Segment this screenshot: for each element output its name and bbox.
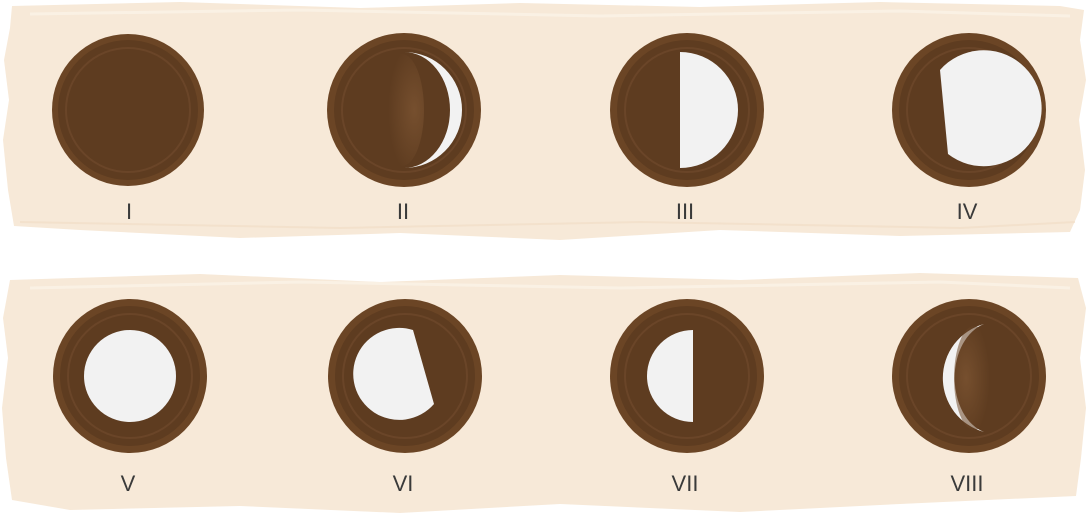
waxing-crescent-disc <box>326 28 486 188</box>
phase-label: V <box>48 471 208 497</box>
waning-crescent-disc <box>890 298 1050 458</box>
full-moon-disc <box>51 298 211 458</box>
phase-row-top: I II III <box>0 0 1088 248</box>
waxing-gibbous-disc <box>890 28 1050 188</box>
new-moon-disc <box>51 28 211 188</box>
phase-label: I <box>49 199 209 225</box>
moon-phase-iii: III <box>605 28 765 238</box>
phase-label: VI <box>323 471 483 497</box>
last-quarter-disc <box>608 298 768 458</box>
phase-label: VIII <box>887 471 1047 497</box>
waning-gibbous-disc <box>326 298 486 458</box>
phase-label: VII <box>605 471 765 497</box>
first-quarter-disc <box>608 28 768 188</box>
phase-label: III <box>605 199 765 225</box>
moon-phase-v: V <box>48 298 208 508</box>
phase-row-bottom: V VI VII <box>0 268 1088 518</box>
moon-phase-vii: VII <box>605 298 765 508</box>
moon-phase-vi: VI <box>323 298 483 508</box>
moon-phase-ii: II <box>323 28 483 238</box>
phase-label: II <box>323 199 483 225</box>
moon-phase-viii: VIII <box>887 298 1047 508</box>
moon-phase-i: I <box>48 28 208 238</box>
moon-phase-iv: IV <box>887 28 1047 238</box>
phase-label: IV <box>887 199 1047 225</box>
